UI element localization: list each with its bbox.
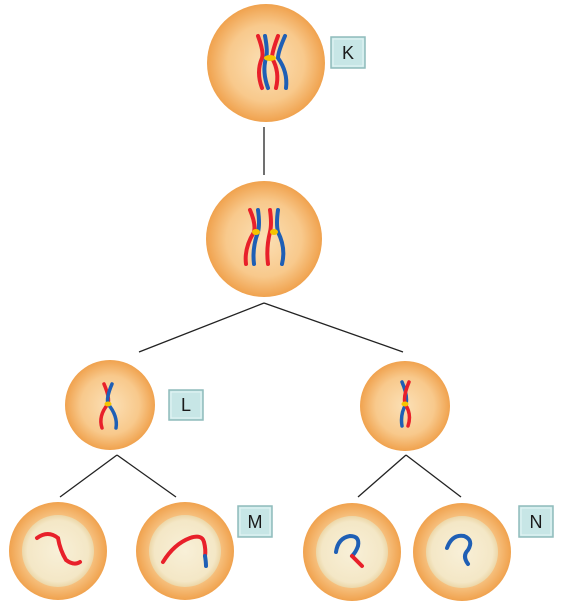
label-m: M	[237, 505, 273, 538]
label-k-text: K	[342, 43, 354, 63]
cell-right	[360, 361, 450, 451]
chromatid-m-blue	[203, 554, 208, 568]
cell-k	[207, 4, 325, 122]
chromosome-pair-k	[256, 34, 289, 90]
label-l-text: L	[181, 395, 191, 415]
connector-l-to-left-child	[59, 454, 118, 498]
chromatid-bottom-3-red	[350, 554, 364, 568]
chromosome-l	[99, 382, 119, 430]
connector-second-to-l	[138, 302, 265, 353]
chromatid-bottom-3-blue	[334, 533, 361, 558]
label-m-text: M	[248, 512, 263, 532]
cell-m	[136, 502, 234, 600]
cell-n	[413, 503, 511, 601]
label-k: K	[330, 36, 366, 69]
connector-lines	[59, 127, 462, 498]
label-n: N	[518, 505, 554, 538]
cell-l	[65, 360, 155, 450]
cell-bottom-1	[9, 502, 107, 600]
chromatid-m-red	[161, 534, 208, 564]
label-n-text: N	[530, 512, 543, 532]
cell-bottom-3	[303, 503, 401, 601]
connector-right-to-n	[405, 454, 462, 498]
label-l: L	[168, 389, 204, 421]
chromatid-bottom-1	[35, 532, 82, 566]
cell-metaphase	[206, 181, 322, 297]
connector-second-to-right	[263, 302, 404, 353]
chromosome-pair-middle	[243, 208, 286, 266]
chromosome-right	[399, 380, 412, 428]
connector-right-to-left-child	[357, 454, 407, 498]
chromatid-n	[445, 533, 473, 566]
connector-l-to-m	[116, 454, 177, 498]
